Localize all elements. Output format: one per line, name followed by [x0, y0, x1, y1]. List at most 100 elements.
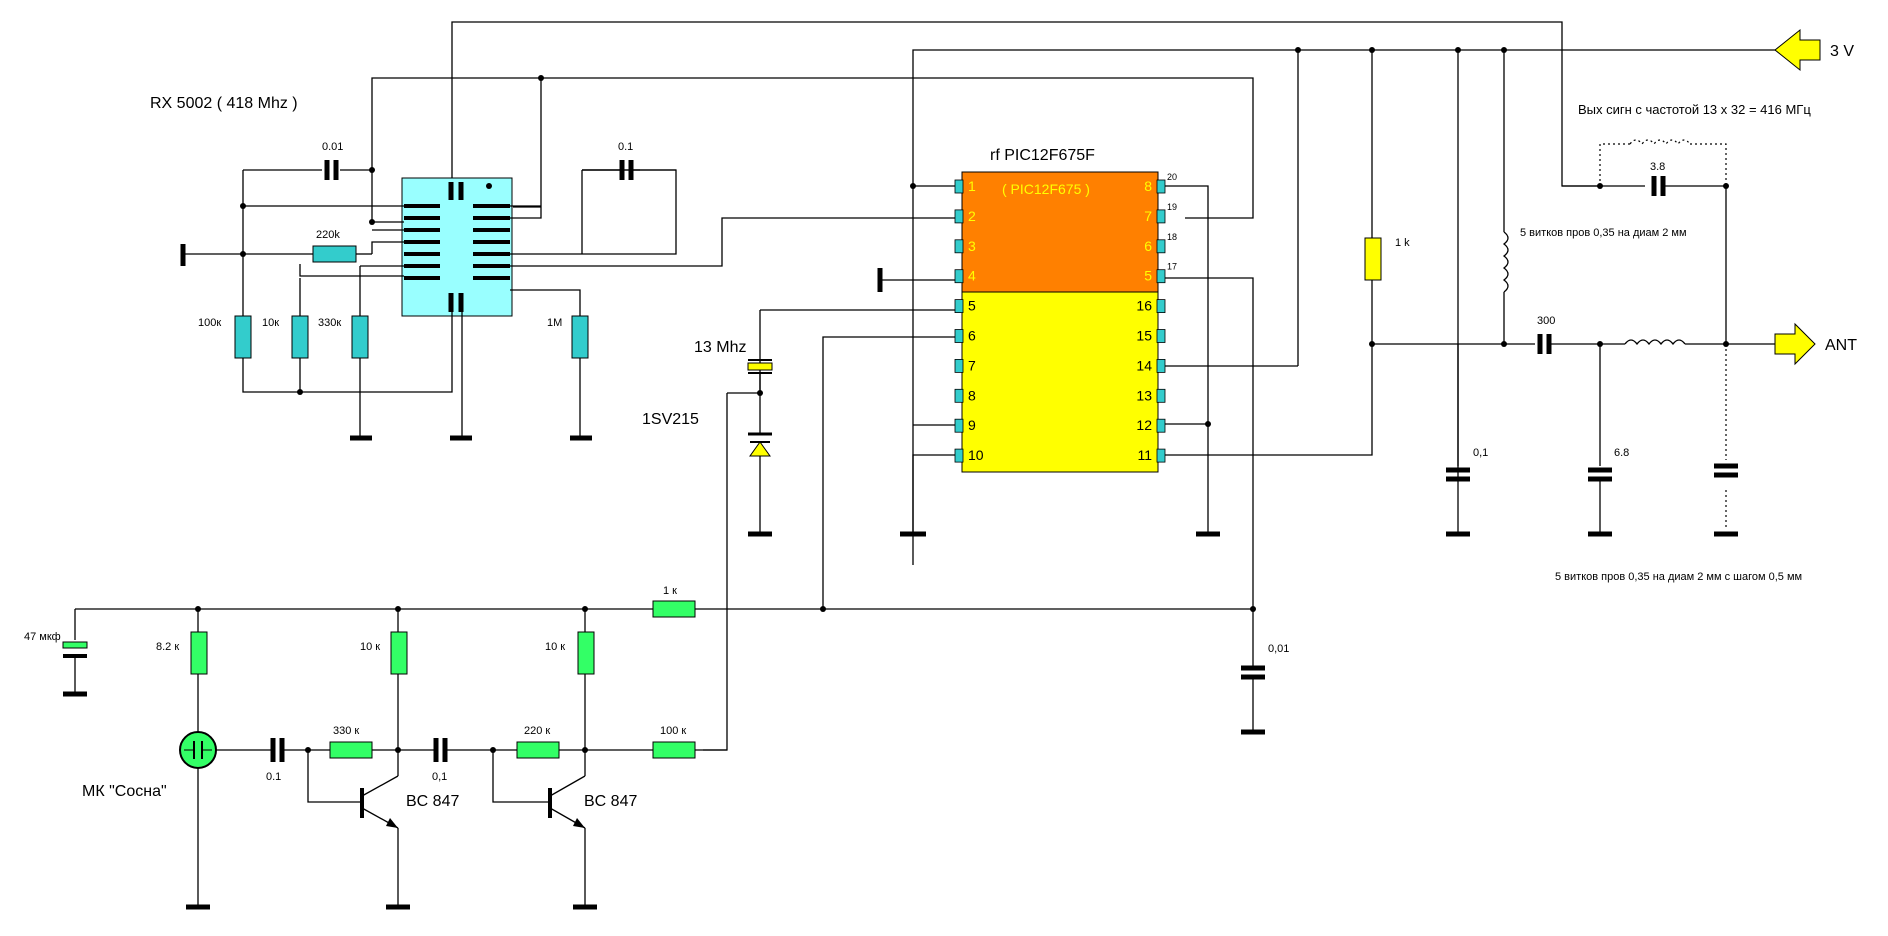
inductor-horizontal: [1624, 339, 1686, 346]
pin-pad-left: [954, 418, 964, 433]
inductor-vertical: [1502, 231, 1509, 293]
transistor-label: BC 847: [406, 793, 459, 810]
rx-module: [401, 177, 513, 317]
pin-label-left: 4: [968, 268, 976, 284]
pin-pad-right: [1156, 358, 1166, 373]
cap-label: 0.1: [618, 141, 633, 153]
res-label: 10 к: [545, 641, 565, 653]
pin-label-right: 6: [1144, 238, 1152, 254]
junction-dots: [195, 47, 1729, 753]
pin-pad-right: [1156, 388, 1166, 403]
pin-label-right: 8: [1144, 178, 1152, 194]
resistor-10k: [291, 315, 309, 359]
pin-label-right: 16: [1136, 298, 1152, 314]
pin-label-left: 6: [968, 328, 976, 344]
capacitor-3-8: [1651, 176, 1666, 196]
capacitor-01-mid: [433, 738, 448, 762]
pin-label-left: 8: [968, 387, 976, 403]
pin-label-left: 10: [968, 447, 984, 463]
resistor-330k: [329, 741, 373, 759]
pin-label-right: 15: [1136, 328, 1152, 344]
mcu-title: rf PIC12F675F: [990, 147, 1095, 164]
mcu-inner-label: ( PIC12F675 ): [1002, 181, 1090, 197]
cap-label: 6.8: [1614, 447, 1629, 459]
resistor-8-2k: [190, 631, 208, 675]
cap-label: 0.1: [266, 771, 281, 783]
cap-label: 0,01: [1268, 643, 1289, 655]
pin-pad-left: [954, 179, 964, 194]
res-label: 8.2 к: [156, 641, 179, 653]
res-label: 1M: [547, 317, 562, 329]
coil2-note: 5 витков пров 0,35 на диам 2 мм с шагом …: [1555, 571, 1802, 583]
pin-number-small: 19: [1167, 202, 1177, 212]
pin-label-right: 7: [1144, 208, 1152, 224]
pin-pad-right: [1156, 179, 1166, 194]
resistor-1k-bus: [652, 600, 696, 618]
pin-label-left: 3: [968, 238, 976, 254]
wires-mcu: [759, 185, 1373, 609]
resistor-220k: [516, 741, 560, 759]
microphone-icon: [179, 731, 217, 769]
res-label: 1 k: [1395, 237, 1410, 249]
pin-pad-right: [1156, 418, 1166, 433]
pin-pad-left: [954, 209, 964, 224]
capacitor-001-bus: [1241, 665, 1265, 680]
resistor-100k: [652, 741, 696, 759]
pin-label-left: 9: [968, 417, 976, 433]
resistor-1k-top: [1364, 237, 1382, 281]
pin-pad-right: [1156, 448, 1166, 463]
coil1-note: 5 витков пров 0,35 на диам 2 мм: [1520, 227, 1687, 239]
pin-pad-left: [954, 358, 964, 373]
pin-label-right: 14: [1136, 357, 1152, 373]
pin-pad-left: [954, 388, 964, 403]
transistor-bc847-1: [360, 775, 399, 829]
rx-module-label: RX 5002 ( 418 Mhz ): [150, 95, 298, 112]
resistor-1M: [571, 315, 589, 359]
pin-pad-left: [954, 329, 964, 343]
pin-number-small: 18: [1167, 232, 1177, 242]
output-note: Вых сигн с частотой 13 х 32 = 416 МГц: [1578, 102, 1811, 117]
pin-pad-right: [1156, 239, 1166, 254]
pin-label-left: 7: [968, 357, 976, 373]
pin-label-left: 1: [968, 178, 976, 194]
cap-label: 0.01: [322, 141, 343, 153]
pin-pad-left: [954, 448, 964, 463]
resistor-10k-a: [390, 631, 408, 675]
pin-label-left: 5: [968, 298, 976, 314]
pin-pad-left: [954, 239, 964, 254]
cap-label: 47 мкф: [24, 631, 61, 643]
res-label: 330к: [318, 317, 341, 329]
cap-label: 0,1: [1473, 447, 1488, 459]
res-label: 330 к: [333, 725, 359, 737]
res-label: 100к: [198, 317, 221, 329]
antenna-arrow: [1774, 322, 1816, 366]
res-label: 220k: [316, 229, 340, 241]
resistor-10k-b: [577, 631, 595, 675]
transistor-bc847-2: [548, 775, 586, 829]
capacitor-47uf: [62, 641, 88, 658]
capacitor-6-8: [1588, 467, 1612, 482]
resistor-100k: [234, 315, 252, 359]
pin-pad-right: [1156, 329, 1166, 343]
pin-label-left: 2: [968, 208, 976, 224]
res-label: 1 к: [663, 585, 677, 597]
cap-label: 3.8: [1650, 161, 1665, 173]
pin-pad-right: [1156, 299, 1166, 314]
antenna-label: ANT: [1825, 337, 1857, 354]
mcu-chip: [961, 171, 1159, 473]
res-label: 100 к: [660, 725, 686, 737]
power-3v-arrow: [1774, 28, 1821, 72]
pin-label-right: 12: [1136, 417, 1152, 433]
pin-pad-right: [1156, 209, 1166, 224]
pin-label-right: 11: [1137, 447, 1152, 463]
resistor-220k: [312, 245, 357, 263]
power-label: 3 V: [1830, 43, 1854, 60]
crystal-label: 13 Mhz: [694, 339, 746, 356]
res-label: 220 к: [524, 725, 550, 737]
cap-label: 300: [1537, 315, 1555, 327]
pin-pad-left: [954, 269, 964, 284]
pin-number-small: 20: [1167, 172, 1177, 182]
res-label: 10к: [262, 317, 279, 329]
